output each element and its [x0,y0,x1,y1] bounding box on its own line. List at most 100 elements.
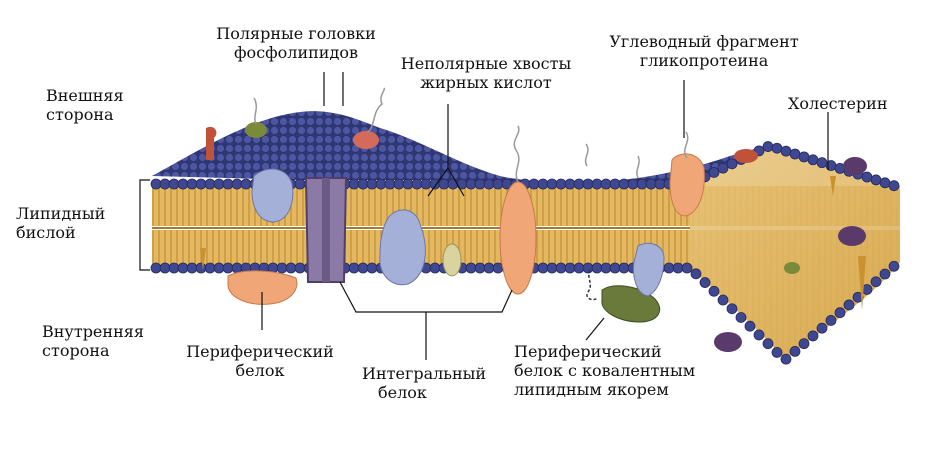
phospholipid-head-icon [771,346,783,358]
phospholipid-head-icon [636,178,648,190]
phospholipid-head-icon [483,178,495,190]
phospholipid-head-icon [600,262,612,274]
phospholipid-head-icon [780,145,792,157]
phospholipid-head-icon [429,262,441,274]
label-integral-protein-line2: белок [378,383,427,402]
phospholipid-head-icon [231,262,243,274]
phospholipid-head-icon [807,154,819,166]
phospholipid-head-icon [717,294,729,306]
phospholipid-head-icon [870,276,882,288]
label-integral-protein: Интегральный белок [362,364,486,402]
label-nonpolar-tails-line2: жирных кислот [420,73,552,92]
phospholipid-head-icon [186,262,198,274]
phospholipid-head-icon [465,178,477,190]
phospholipid-head-icon [204,262,216,274]
phospholipid-head-icon [177,178,189,190]
phospholipid-head-icon [555,262,567,274]
phospholipid-head-icon [420,178,432,190]
label-integral-protein-line1: Интегральный [362,364,487,383]
blue-protein-top [251,168,294,223]
phospholipid-head-icon [366,178,378,190]
phospholipid-head-icon [807,330,819,342]
phospholipid-head-icon [393,178,405,190]
glycoprotein [499,181,537,295]
phospholipid-head-icon [438,178,450,190]
label-carbohydrate-line2: гликопротеина [639,51,769,70]
phospholipid-head-icon [402,178,414,190]
phospholipid-head-icon [285,262,297,274]
phospholipid-head-icon [771,142,783,154]
red-protein-top [353,131,379,149]
label-polar-heads-line2: фосфолипидов [234,43,358,62]
purple-protein-right [838,226,866,246]
phospholipid-head-icon [843,299,855,311]
phospholipid-heads [150,141,900,365]
purple-protein-bottom [714,332,742,352]
phospholipid-head-icon [618,178,630,190]
phospholipid-head-icon [798,151,810,163]
phospholipid-head-icon [825,315,837,326]
label-inner-side: Внутренняя сторона [42,322,144,360]
lipid-anchor-chain [586,269,599,301]
phospholipid-head-icon [528,178,540,190]
blue-integral-protein [379,209,426,286]
label-inner-side-line2: сторона [42,341,110,360]
label-peripheral-protein: Периферический белок [170,342,350,380]
phospholipid-head-icon [375,178,387,190]
phospholipid-head-icon [474,262,486,274]
outer-surface [152,111,765,185]
phospholipid-head-icon [726,158,738,170]
label-cholesterol-line1: Холестерин [788,94,888,113]
label-lipid-bilayer-line1: Липидный [16,204,106,223]
phospholipid-head-icon [762,338,774,350]
label-carbohydrate: Углеводный фрагмент гликопротеина [594,32,814,70]
phospholipid-head-icon [870,174,882,186]
phospholipid-head-icon [654,178,666,190]
phospholipid-head-icon [582,262,594,274]
label-peripheral-protein-line2: белок [235,361,285,380]
phospholipid-head-icon [645,178,657,190]
label-nonpolar-tails-line1: Неполярные хвосты [400,54,572,73]
phospholipid-head-icon [348,262,360,274]
phospholipid-head-icon [231,178,243,190]
leader-lines [139,72,829,360]
phospholipid-head-icon [861,171,873,183]
label-peripheral-anchor: Периферический белок с ковалентным липид… [514,342,695,399]
olive-protein-top [245,122,267,138]
phospholipid-head-icon [348,178,360,190]
phospholipid-head-icon [240,178,252,190]
purple-protein-top [843,157,867,175]
phospholipid-head-icon [573,178,585,190]
cholesterol-wedge-3 [200,248,206,270]
phospholipid-head-icon [195,262,207,274]
phospholipid-head-icon [168,262,180,274]
phospholipid-head-icon [888,180,900,192]
phospholipid-head-icon [852,291,864,303]
phospholipid-head-icon [708,167,720,178]
phospholipid-head-icon [879,177,891,189]
phospholipid-head-icon [690,268,702,280]
phospholipid-head-icon [600,178,612,190]
label-polar-heads-line1: Полярные головки [216,24,376,43]
phospholipid-head-icon [546,178,558,190]
small-protein-yellow [442,243,462,277]
phospholipid-head-icon [168,178,180,190]
label-polar-heads: Полярные головки фосфолипидов [196,24,396,62]
label-cholesterol: Холестерин [788,94,888,113]
phospholipid-head-icon [681,262,693,274]
phospholipid-head-icon [357,178,369,190]
label-peripheral-protein-line1: Периферический [186,342,334,361]
phospholipid-head-icon [546,262,558,274]
phospholipid-head-icon [537,262,549,274]
phospholipid-head-icon [186,178,198,190]
phospholipid-head-icon [492,178,504,190]
label-lipid-bilayer-line2: бислой [16,223,76,242]
phospholipid-head-icon [816,157,828,169]
phospholipid-head-icon [573,262,585,274]
label-outer-side-line1: Внешняя [46,86,124,105]
phospholipid-head-icon [195,178,207,190]
phospholipid-head-icon [699,277,711,288]
phospholipid-head-icon [276,262,288,274]
phospholipid-head-icon [591,178,603,190]
